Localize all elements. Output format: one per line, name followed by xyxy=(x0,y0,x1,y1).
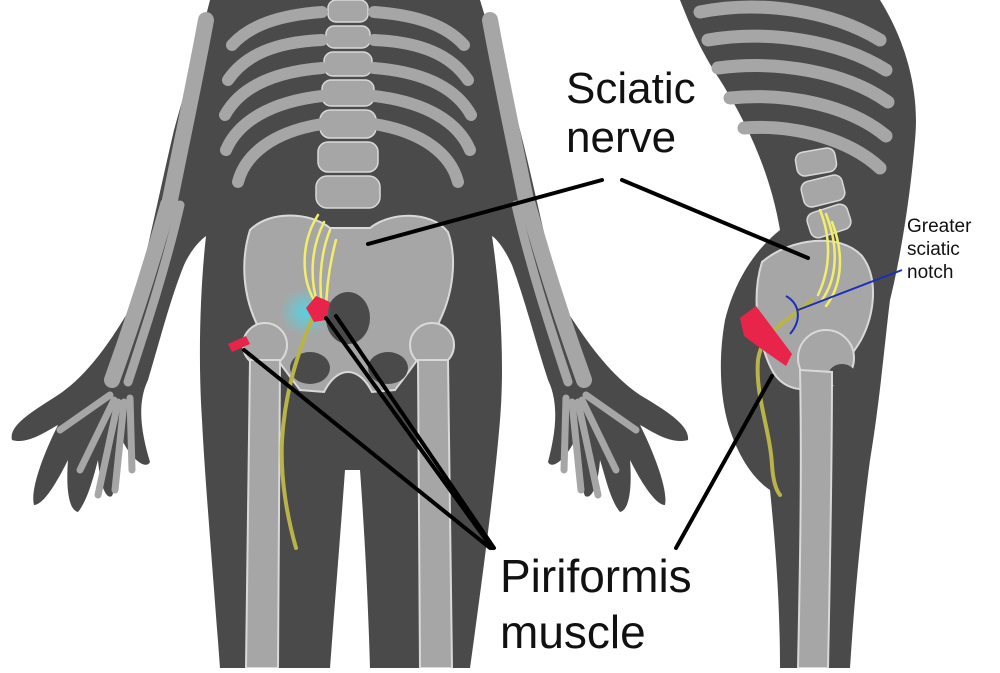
side-obturator xyxy=(828,364,856,388)
front-femurs xyxy=(242,322,455,669)
front-hand-bones xyxy=(56,391,640,499)
front-ribcage xyxy=(219,6,477,188)
front-piriformis-left xyxy=(228,336,250,352)
front-obturator-right xyxy=(368,352,408,384)
greater-sciatic-notch-marker xyxy=(785,295,799,335)
side-figure xyxy=(680,0,916,669)
side-femur xyxy=(796,368,834,669)
piriformis-leader-front-right2 xyxy=(334,314,496,550)
front-arm-bones xyxy=(104,12,592,388)
piriformis-muscle-label: Piriformis muscle xyxy=(500,550,692,659)
notch-leader xyxy=(797,269,903,311)
greater-sciatic-notch-label: Greater sciatic notch xyxy=(907,216,972,283)
side-ribcage xyxy=(693,0,895,175)
front-obturator-left xyxy=(290,352,330,384)
side-piriformis xyxy=(740,306,792,366)
sciatic-leader-side xyxy=(620,178,810,260)
side-sciatic-nerve xyxy=(755,208,842,497)
piriformis-leader-side xyxy=(674,374,774,550)
sciatic-leader-front xyxy=(366,178,604,246)
piriformis-leader-front-left xyxy=(242,348,492,550)
piriformis-leader-front-right xyxy=(324,316,494,550)
front-spine xyxy=(315,0,381,209)
front-piriformis-right xyxy=(306,296,330,322)
front-forearm-bones xyxy=(123,200,573,387)
sciatic-nerve-label: Sciatic nerve xyxy=(566,64,696,163)
leader-lines xyxy=(242,178,810,550)
